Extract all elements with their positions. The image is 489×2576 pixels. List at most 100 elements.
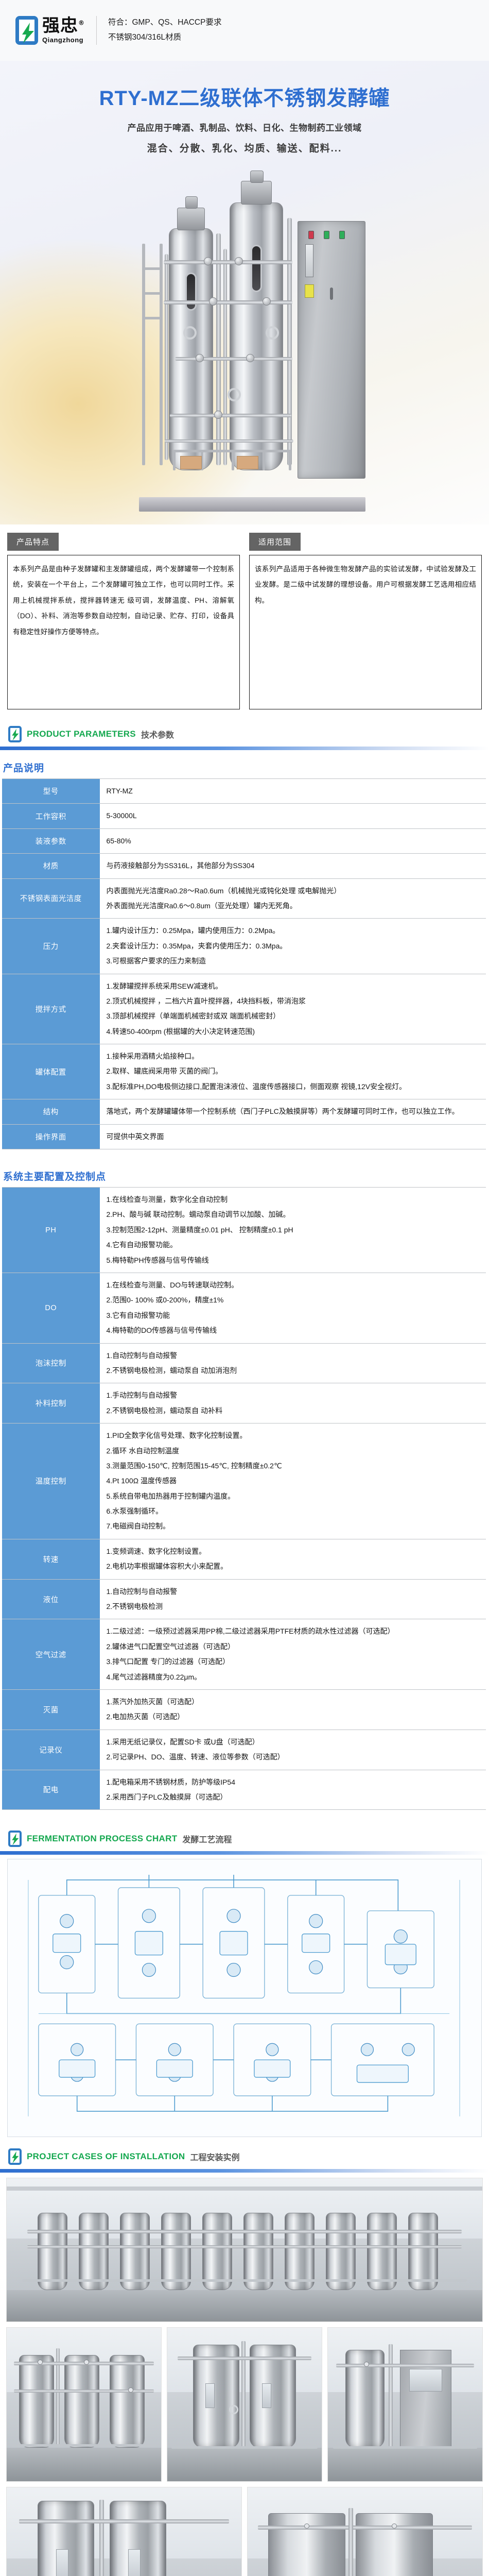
value-line: 3.控制范围2-12pH、测量精度±0.01 pH、 控制精度±0.1 pH [106,1225,293,1234]
spec-value: 内表面抛光光洁度Ra0.28～Ra0.6um（机械抛光或钝化处理 或电解抛光）外… [99,878,486,919]
config-value: 1.自动控制与自动报警 2.不锈钢电极检测，蠕动泵自 动加消泡剂 [99,1343,486,1384]
registered-mark: ® [78,19,85,27]
value-line: 1.在线检查与测量，数字化全自动控制 [106,1195,228,1204]
value-line: 2.范围0- 100% 或0-200%，精度±1% [106,1296,224,1304]
config-key: 液位 [2,1579,100,1620]
spec-value: 1.罐内设计压力：0.25Mpa，罐内使用压力：0.2Mpa。2.夹套设计压力：… [99,918,486,974]
case-photo[interactable] [247,2487,483,2576]
spec-value: 5-30000L [99,803,486,829]
case-photo[interactable] [167,2327,322,2482]
value-line: 1.蒸汽外加热灭菌（可选配） [106,1697,199,1706]
config-value: 1.蒸汽外加热灭菌（可选配） 2.电加热灭菌（可选配） [99,1689,486,1730]
config-table-title: 系统主要配置及控制点 [3,1172,107,1183]
value-line: 2.顶式机械搅拌 ，二档六片直叶搅拌器，4块挡料板，带消泡浆 [106,996,306,1005]
spec-key: 材质 [2,853,100,879]
value-line: 外表面抛光光洁度Ra0.6～0.8um（亚光处理）罐内无死角。 [106,901,297,910]
value-line: 2.循环 水自动控制温度 [106,1446,180,1455]
spec-value: 1.接种采用酒精火焰接种口。 2.取样、罐底阀采用带 灭菌的阀门。 3.配标准PH,… [99,1044,486,1100]
spec-value: 65-80% [99,828,486,854]
spec-value: RTY-MZ [99,778,486,804]
case-photo[interactable] [6,2178,483,2323]
value-line: 5.系统自带电加热器用于控制罐内温度。 [106,1492,235,1500]
value-line: 65-80% [106,836,131,845]
spec-value: 可提供中英文界面 [99,1124,486,1150]
value-line: 2.采用西门子PLC及触摸屏（可选配） [106,1792,228,1801]
section-rule-flow [0,1851,489,1855]
value-line: 2.不锈钢电极检测，蠕动泵自 动补料 [106,1406,223,1415]
config-value: 1.自动控制与自动报警 2.不锈钢电极检测 [99,1579,486,1620]
config-value: 1.采用无纸记录仪，配置SD卡 或U盘（可选配）2.可记录PH、DO、温度、转速… [99,1730,486,1770]
spec-value: 落地式，两个发酵罐罐体带一个控制系统（西门子PLC及触摸屏等）两个发酵罐可同时工… [99,1099,486,1125]
table-row: 装液参数 65-80% [2,828,486,854]
config-key: 记录仪 [2,1730,100,1770]
value-line: 2.不锈钢电极检测，蠕动泵自 动加消泡剂 [106,1366,237,1375]
spec-value: 1.发酵罐搅拌系统采用SEW减速机。 2.顶式机械搅拌 ，二档六片直叶搅拌器，4块… [99,974,486,1045]
value-line: 2.可记录PH、DO、温度、转速、液位等参数（可选配） [106,1753,285,1761]
features-column: 产品特点 本系列产品是由种子发酵罐和主发酵罐组成，两个发酵罐带一个控制系统，安装… [7,533,240,709]
spec-key: 结构 [2,1099,100,1125]
site-header: 强忠® Qiangzhong 符合：GMP、QS、HACCP要求 不锈钢304/… [0,0,489,61]
config-key: 空气过滤 [2,1619,100,1690]
value-line: 4.它有自动报警功能。 [106,1241,178,1249]
value-line: 7.电磁阀自动控制。 [106,1522,170,1531]
config-value: 1.二级过滤：一级预过滤器采用PP棉,二级过滤器采用PTFE材质的疏水性过滤器（… [99,1619,486,1690]
value-line: 2.PH、酸与碱 联动控制。蠕动泵自动调节以加酸、加碱。 [106,1210,290,1219]
scope-body: 该系列产品适用于各种微生物发酵产品的实验试发酵，中试验发酵及工业发酵。是二级中试… [249,555,482,709]
value-line: 1.二级过滤：一级预过滤器采用PP棉,二级过滤器采用PTFE材质的疏水性过滤器（… [106,1627,395,1636]
header-line-1: 符合：GMP、QS、HACCP要求 [108,18,222,27]
table-row: 操作界面可提供中英文界面 [2,1124,486,1150]
value-line: 1.手动控制与自动报警 [106,1391,178,1400]
brand-logo[interactable]: 强忠® Qiangzhong [15,16,85,45]
value-line: 5.梅特勒PH传感器与信号传输线 [106,1256,209,1264]
product-photo [108,171,396,512]
section-rule-cases [0,2169,489,2173]
case-photo[interactable] [6,2327,162,2482]
config-key: DO [2,1273,100,1344]
section-title-cn: 技术参数 [141,731,174,740]
case-photo[interactable] [6,2487,242,2576]
value-line: 3.它有自动报警功能 [106,1311,170,1319]
value-line: 2.电机功率根据罐体容积大小来配置。 [106,1562,228,1571]
section-title-cn-flow: 发酵工艺流程 [182,1836,232,1845]
table-row: 材质与药液接触部分为SS316L，其他部分为SS304 [2,853,486,879]
header-compliance-text: 符合：GMP、QS、HACCP要求 不锈钢304/316L材质 [108,15,221,45]
value-line: 1.自动控制与自动报警 [106,1351,178,1360]
value-line: 2.取样、罐底阀采用带 灭菌的阀门。 [106,1067,223,1076]
value-line: 1.罐内设计压力：0.25Mpa，罐内使用压力：0.2Mpa。 [106,926,280,935]
spec-key: 罐体配置 [2,1044,100,1100]
section-title-en: PRODUCT PARAMETERS [27,729,136,739]
section-title-en-flow: FERMENTATION PROCESS CHART [27,1834,178,1844]
value-line: 3.测量范围0-150℃, 控制范围15-45℃, 控制精度±0.2℃ [106,1461,282,1470]
hero-banner: RTY-MZ二级联体不锈钢发酵罐 产品应用于啤酒、乳制品、饮料、日化、生物制药工… [0,61,489,524]
value-line: 1.发酵罐搅拌系统采用SEW减速机。 [106,981,223,990]
config-key: 泡沫控制 [2,1343,100,1384]
value-line: 2.电加热灭菌（可选配） [106,1713,185,1721]
installation-gallery [0,2173,489,2576]
section-logo-icon [8,726,22,742]
section-header-parameters: PRODUCT PARAMETERS 技术参数 [0,715,489,747]
value-line: 1.自动控制与自动报警 [106,1587,178,1596]
value-line: 2.罐体进气口配置空气过滤器（可选配） [106,1642,235,1651]
config-value: 1.在线检查与测量、DO与转速联动控制。2.范围0- 100% 或0-200%，… [99,1273,486,1344]
value-line: 1.接种采用酒精火焰接种口。 [106,1052,199,1061]
value-line: 3.可根据客户要求的压力来制造 [106,957,206,965]
config-value: 1.手动控制与自动报警 2.不锈钢电极检测，蠕动泵自 动补料 [99,1383,486,1424]
spec-key: 装液参数 [2,828,100,854]
value-line: 2.不锈钢电极检测 [106,1602,163,1611]
config-key: 温度控制 [2,1423,100,1539]
table-row: 空气过滤 1.二级过滤：一级预过滤器采用PP棉,二级过滤器采用PTFE材质的疏水性… [2,1619,486,1690]
value-line: 3.配标准PH,DO电极侧边接口,配置泡沫液位、温度传感器接口，侧面观察 视镜,… [106,1082,407,1091]
value-line: 4.梅特勒的DO传感器与信号传输线 [106,1326,217,1335]
section-header-cases: PROJECT CASES OF INSTALLATION 工程安装实例 [0,2137,489,2169]
case-photo[interactable] [327,2327,483,2482]
